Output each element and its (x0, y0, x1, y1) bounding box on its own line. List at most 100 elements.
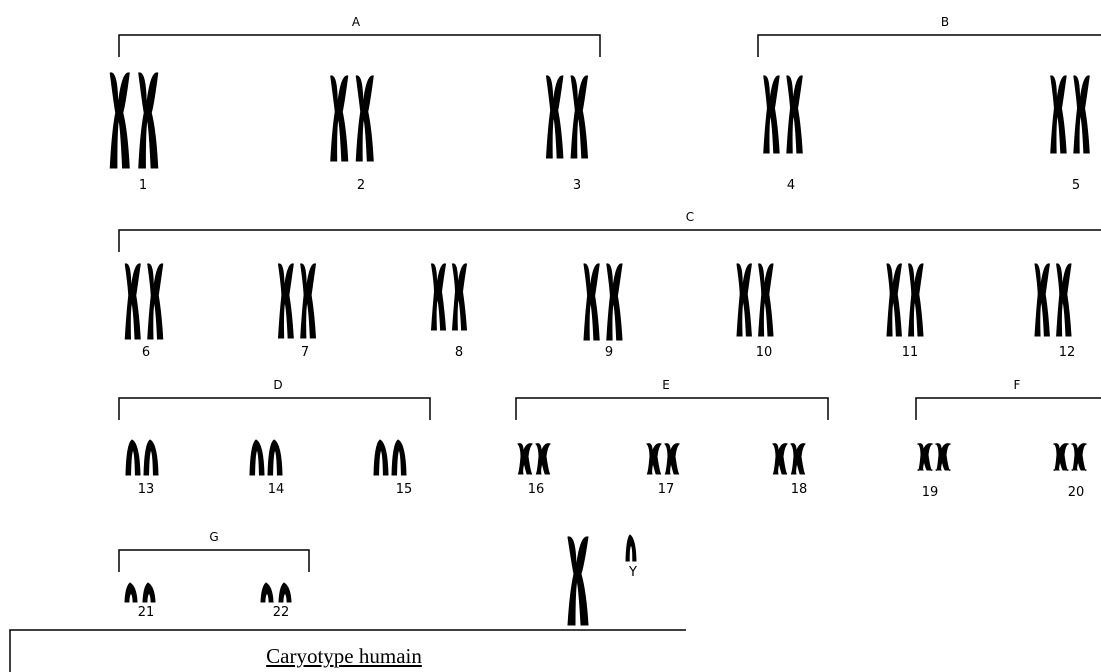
chromosome-16: 16 (518, 444, 550, 497)
chromosome-number: 20 (1068, 485, 1085, 500)
chromatid-pair (125, 583, 137, 602)
group-bracket-b: B (758, 15, 1101, 57)
chromosome-y: Y (626, 535, 637, 580)
group-bracket-g: G (119, 530, 309, 572)
bracket-line (916, 398, 1101, 420)
chromatid-pair (1057, 264, 1071, 336)
chromosome-number: 12 (1059, 345, 1076, 360)
chromatid-pair (791, 444, 805, 474)
chromatid-pair (453, 264, 467, 330)
group-label: G (209, 530, 218, 544)
chromatid-pair (374, 440, 388, 475)
bracket-line (758, 35, 1101, 57)
chromatid-pair (547, 76, 563, 158)
group-bracket-e: E (516, 378, 828, 420)
chromatid-pair (626, 535, 636, 561)
chromosome-17: 17 (647, 444, 679, 497)
chromatid-pair (279, 583, 291, 602)
chromatid-pair (110, 73, 129, 168)
chromosome-number: 9 (605, 345, 613, 360)
chromosome-number: 2 (357, 178, 365, 193)
chromatid-pair (1054, 444, 1068, 471)
chromatid-pair (568, 537, 588, 625)
chromatid-pair (148, 264, 163, 339)
chromosome-4: 4 (764, 76, 803, 193)
chromosome-number: 17 (658, 482, 675, 497)
chromosome-14: 14 (250, 440, 284, 497)
bracket-line (119, 398, 430, 420)
chromosome-number: 5 (1072, 178, 1080, 193)
chromosome-number: 14 (268, 482, 285, 497)
group-label: E (662, 378, 670, 392)
chromatid-pair (1035, 264, 1049, 336)
chromosome-13: 13 (126, 440, 158, 497)
chromatid-pair (261, 583, 273, 602)
chromosome-3: 3 (547, 76, 588, 193)
chromatid-pair (764, 76, 779, 153)
group-bracket-f: F (916, 378, 1101, 420)
chromatid-pair (125, 264, 140, 339)
chromosome-number: 15 (396, 482, 413, 497)
chromosome-number: 7 (301, 345, 309, 360)
chromatid-pair (1074, 76, 1089, 153)
chromatid-pair (331, 76, 348, 161)
chromosome-7: 7 (279, 264, 316, 360)
bracket-line (119, 230, 1101, 252)
chromatid-pair (918, 444, 932, 471)
chromatid-pair (887, 264, 901, 336)
chromosome-19: 19 (918, 444, 950, 500)
bracket-line (516, 398, 828, 420)
chromatid-pair (759, 264, 773, 336)
chromosome-number: 22 (273, 605, 290, 620)
chromatid-pair (356, 76, 373, 161)
chromosome-number: 16 (528, 482, 545, 497)
chromatid-pair (1051, 76, 1066, 153)
chromosome-6: 6 (125, 264, 163, 360)
chromatid-pair (584, 264, 599, 340)
group-label: C (686, 210, 694, 224)
chromatid-pair (936, 444, 950, 471)
chromosome-9: 9 (584, 264, 622, 360)
chromosome-18: 18 (773, 444, 807, 497)
chromatid-pair (126, 440, 140, 475)
chromosome-10: 10 (737, 264, 773, 360)
group-bracket-c: C (119, 210, 1101, 252)
chromosome-11: 11 (887, 264, 923, 360)
chromosome-number: 1 (139, 178, 147, 193)
chromosome-number: 19 (922, 485, 939, 500)
group-label: D (273, 378, 282, 392)
chromatid-pair (392, 440, 406, 475)
chromatid-pair (432, 264, 446, 330)
bracket-line (119, 35, 600, 57)
chromatid-pair (665, 444, 679, 474)
chromatid-pair (647, 444, 661, 474)
chromosome-20: 20 (1054, 444, 1086, 500)
bracket-line (119, 550, 309, 572)
chromosome-number: 18 (791, 482, 808, 497)
chromosome-8: 8 (432, 264, 467, 360)
chromosome-1: 1 (110, 73, 158, 193)
chromatid-pair (139, 73, 158, 168)
chromatid-pair (737, 264, 751, 336)
chromatid-pair (250, 440, 264, 475)
chromatid-pair (1072, 444, 1086, 471)
group-label: F (1014, 378, 1021, 392)
chromosome-number: 21 (138, 605, 155, 620)
chromatid-pair (773, 444, 787, 474)
chromatid-pair (518, 444, 532, 474)
chromosome-x (568, 537, 588, 625)
chromatid-pair (607, 264, 622, 340)
chromosome-number: 10 (756, 345, 773, 360)
chromosome-22: 22 (261, 583, 291, 620)
chromatid-pair (279, 264, 294, 338)
chromatid-pair (787, 76, 802, 153)
group-bracket-a: A (119, 15, 600, 57)
group-label: B (941, 15, 949, 29)
group-label: A (352, 15, 361, 29)
chromatid-pair (301, 264, 316, 338)
chromosome-number: 4 (787, 178, 795, 193)
group-bracket-d: D (119, 378, 430, 420)
chromosome-number: 11 (902, 345, 919, 360)
chromatid-pair (143, 583, 155, 602)
